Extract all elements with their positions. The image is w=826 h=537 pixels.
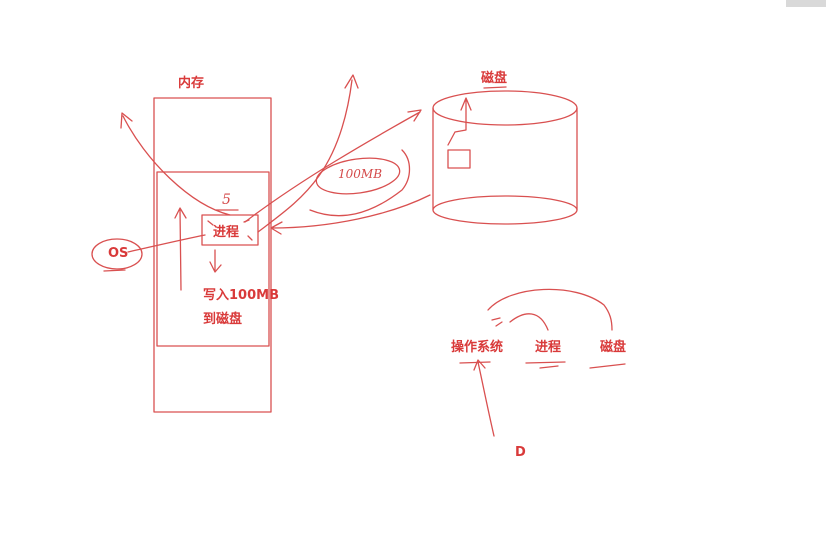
- os-label: OS: [108, 246, 129, 261]
- size-note-text: 100MB: [338, 167, 383, 181]
- disk-cylinder-top: [432, 90, 578, 126]
- os-to-process-line: [127, 234, 206, 253]
- flow-os-label: 操作系统: [451, 340, 504, 355]
- flow-disk-underline: [589, 363, 626, 369]
- disk-inner-arrow: [447, 97, 472, 146]
- device-to-os-arrow: [473, 359, 495, 437]
- memory-upper-left-arrow: [120, 112, 231, 216]
- flow-disk-label: 磁盘: [600, 340, 627, 355]
- memory-up-arrow: [174, 207, 187, 291]
- flow-small-arc: [509, 313, 549, 331]
- flow-process-label: 进程: [535, 340, 562, 355]
- flow-large-arc: [487, 288, 613, 331]
- memory-inner-box: [156, 171, 270, 347]
- write-text-line2: 到磁盘: [203, 312, 243, 327]
- process-to-disk-line: [244, 109, 422, 223]
- flow-os-marks: [491, 317, 503, 327]
- process-number: 5: [222, 192, 231, 208]
- window-corner-tab: [786, 0, 826, 7]
- flow-os-underline: [459, 361, 491, 364]
- disk-cylinder-bottom: [432, 195, 578, 225]
- flow-process-underline: [525, 361, 566, 369]
- process-label: 进程: [213, 225, 240, 240]
- disk-block: [447, 149, 471, 169]
- disk-to-process-arrow: [270, 194, 431, 235]
- size-note-swoosh: [309, 149, 411, 217]
- write-text-line1: 写入100MB: [203, 288, 279, 303]
- os-circle: [91, 238, 143, 270]
- size-note-ellipse: [315, 157, 401, 195]
- device-label: D: [515, 445, 526, 460]
- os-underline: [103, 269, 126, 272]
- memory-outer-box: [153, 97, 272, 413]
- disk-label-top: 磁盘: [481, 71, 508, 86]
- disk-label-underline: [483, 86, 507, 89]
- memory-label: 内存: [178, 76, 205, 91]
- process-down-arrow: [209, 249, 222, 273]
- process-to-upper-arrow: [257, 74, 359, 233]
- disk-cylinder-sides: [432, 107, 578, 211]
